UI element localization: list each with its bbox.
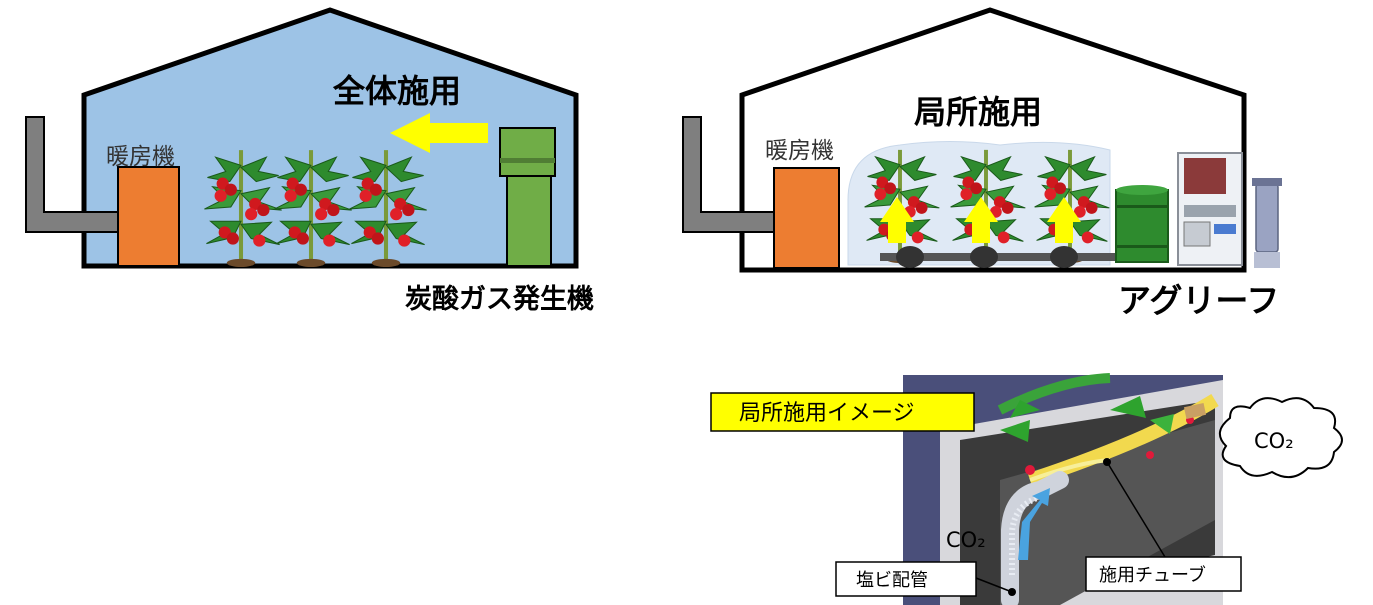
left-heater-label: 暖房機	[106, 144, 175, 170]
duct-outlets	[880, 246, 1120, 268]
tube-box	[1085, 556, 1242, 592]
co2-tank	[1115, 185, 1169, 263]
airflow-arrow	[390, 113, 488, 153]
right-heater-label: 暖房機	[765, 138, 834, 164]
right-heater	[773, 167, 840, 269]
left-heater	[117, 166, 180, 267]
inset-image	[903, 373, 1223, 605]
right-title: 局所施用	[914, 93, 1042, 131]
pipe-co2-label: CO₂	[946, 528, 986, 552]
right-greenhouse	[682, 7, 1282, 273]
pipe-leader-line	[975, 577, 1013, 593]
gas-cylinder	[1252, 178, 1282, 268]
tube-label: 施用チューブ	[1099, 564, 1206, 586]
left-greenhouse-interior	[81, 7, 579, 269]
inset-title-box	[710, 392, 975, 432]
agrief-control-unit	[1177, 152, 1243, 266]
co2-cloud-label: CO₂	[1254, 429, 1294, 453]
pvc-pipe-box	[835, 561, 977, 597]
co2-flow-arrow	[1018, 488, 1050, 560]
co2-cloud	[1219, 397, 1343, 479]
pvc-pipe-label: 塩ビ配管	[856, 570, 928, 591]
local-co2-arrows	[880, 197, 1081, 243]
co2-generator	[499, 127, 556, 267]
co2-generator-label: 炭酸ガス発生機	[405, 284, 594, 315]
tube-leader-line	[1106, 461, 1166, 558]
left-greenhouse	[25, 7, 579, 269]
inset-title: 局所施用イメージ	[739, 401, 915, 426]
left-title: 全体施用	[332, 72, 461, 110]
agrief-label: アグリーフ	[1118, 281, 1279, 320]
